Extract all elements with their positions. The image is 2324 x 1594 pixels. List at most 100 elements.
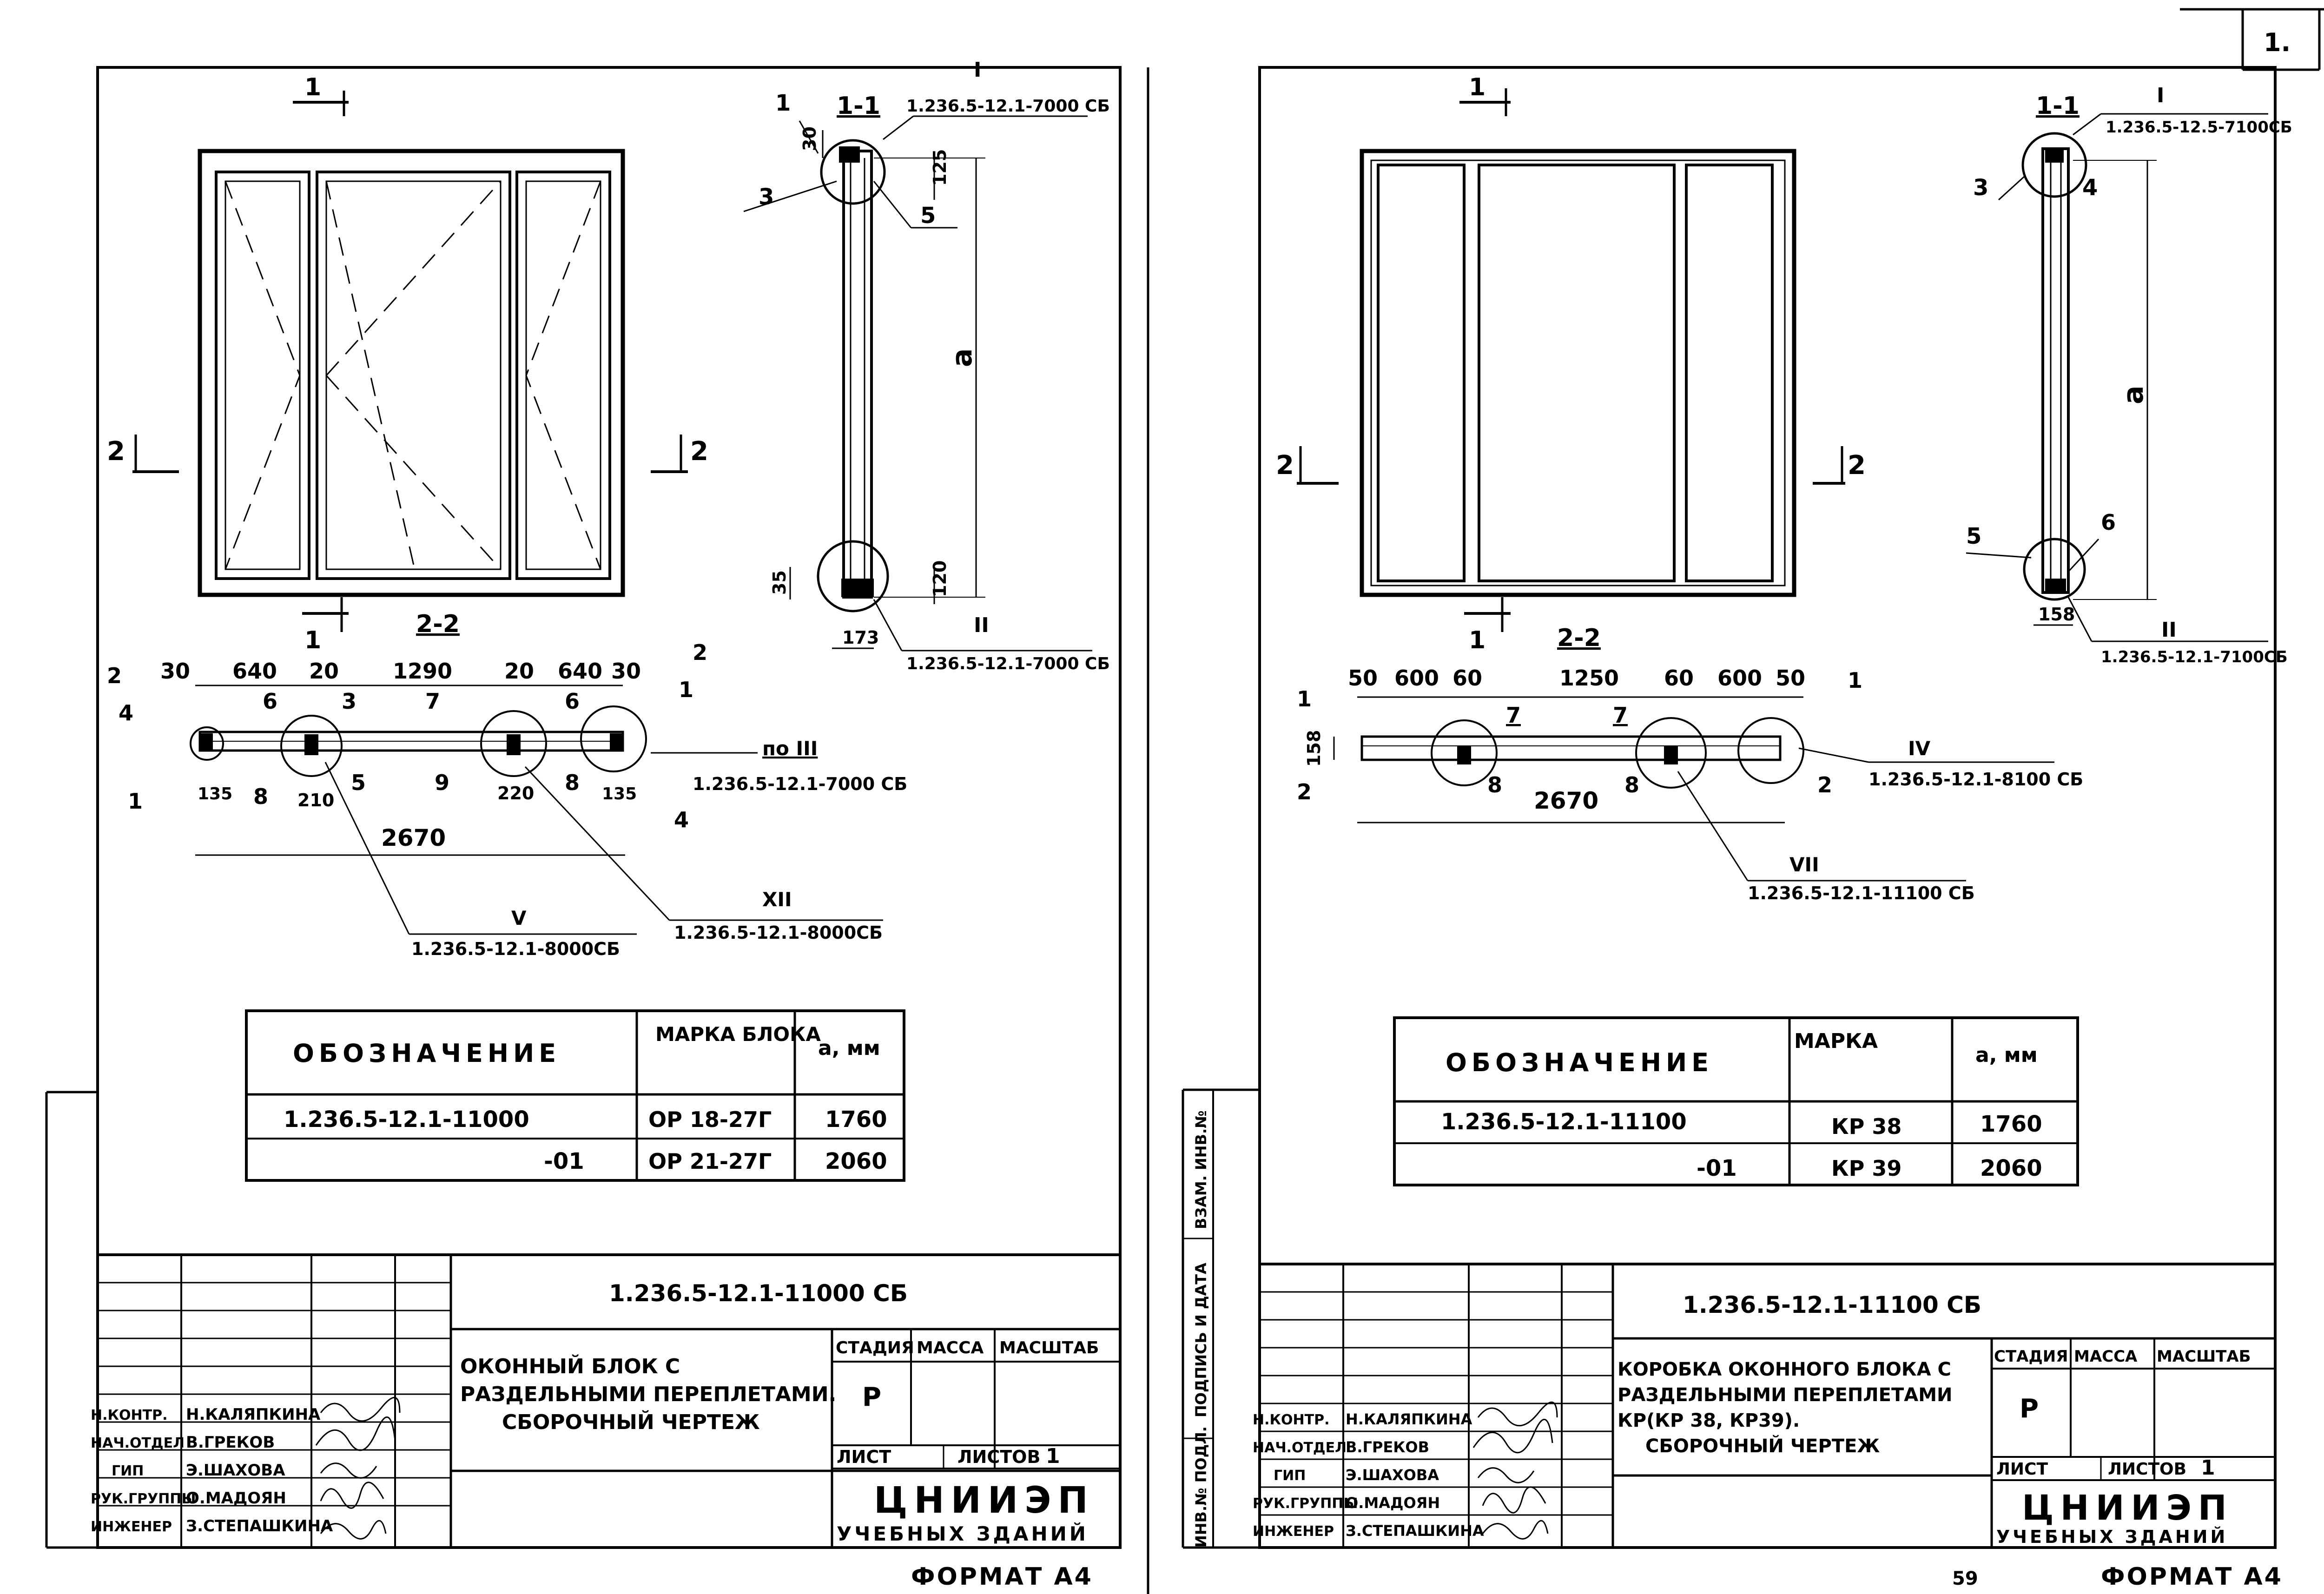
right-cut2-left: 2 [1276,450,1294,481]
right-plan-dim-2: 60 [1452,665,1482,691]
left-sec-dim-bottom: 35 [769,570,790,595]
left-sec-callout-3: 3 [759,184,774,210]
left-ref-I: I [974,58,981,82]
right-th-a: a, мм [1975,1043,2038,1067]
right-td-0-2: 1760 [1980,1111,2042,1137]
left-td-1-2: 2060 [825,1148,887,1174]
left-plan-dim-b1: 210 [297,790,334,810]
left-plan-callout-5: 5 [351,770,366,795]
right-sec-callout-6: 6 [2101,510,2116,535]
right-sec-callout-4: 4 [2082,175,2098,201]
left-sec-dim-a: a [946,349,978,368]
right-scale-head: МАСШТАБ [2157,1347,2251,1366]
left-sec-dim-h1: 125 [930,149,950,186]
left-title-line-3: СБОРОЧНЫЙ ЧЕРТЕЖ [502,1410,760,1434]
right-signature-0 [1477,1402,1558,1427]
right-name-0: Н.КАЛЯПКИНА [1346,1410,1472,1428]
left-td-0-1: ОР 18-27Г [648,1107,772,1132]
right-plan-callout-7b: 7 [1613,703,1628,728]
left-plan-dim-5: 640 [558,659,602,684]
right-ref-VII: 1.236.5-12.1-11100 СБ [1748,883,1975,903]
left-sheet-label: ЛИСТ [837,1447,891,1467]
left-th-a: a, мм [818,1036,880,1060]
right-sec-dim-w: 158 [2038,604,2075,625]
left-role-4: ИНЖЕНЕР [91,1519,172,1535]
right-sec-callout-5: 5 [1966,523,1981,549]
right-signature-3 [1482,1486,1546,1514]
right-side-label-1: ПОДПИСЬ И ДАТА [1192,1263,1210,1417]
left-sheet: 1 1 2 2 1-1 1 3 5 [45,58,1122,1591]
left-plan-dim-b2: 220 [497,783,534,804]
left-cut2-right: 2 [690,436,708,467]
left-org-sub: УЧЕБНЫХ ЗДАНИЙ [837,1522,1089,1545]
right-doc-code: 1.236.5-12.1-11100 СБ [1683,1291,1981,1318]
right-title-line-4: СБОРОЧНЫЙ ЧЕРТЕЖ [1645,1435,1880,1457]
left-plan-callout-2b: 2 [693,640,707,665]
left-cut1-top: 1 [304,73,321,101]
left-plan-total: 2670 [381,824,446,851]
right-name-4: З.СТЕПАШКИНА [1346,1522,1484,1540]
left-role-2: ГИП [112,1463,144,1479]
right-cut1-bottom: 1 [1469,626,1486,654]
left-plan-callout-8a: 8 [253,784,268,809]
left-cut1-bottom: 1 [304,626,321,654]
right-signature-1 [1472,1418,1553,1454]
left-format: ФОРМАТ А4 [911,1563,1093,1591]
left-sec-callout-5: 5 [920,203,936,229]
left-plan-callout-7: 7 [425,689,440,714]
right-td-1-0: -01 [1697,1155,1737,1181]
left-plan-dim-3: 1290 [393,659,452,684]
left-td-0-0: 1.236.5-12.1-11000 [284,1107,529,1133]
left-mass-head: МАССА [917,1338,984,1357]
right-name-3: О.МАДОЯН [1346,1494,1440,1512]
right-sec-callout-3: 3 [1973,175,1988,201]
right-title-line-1: КОРОБКА ОКОННОГО БЛОКА С [1618,1359,1951,1380]
left-plan-dim-b3: 135 [602,784,637,804]
left-name-0: Н.КАЛЯПКИНА [186,1405,321,1424]
right-plan-dim-1: 600 [1394,665,1439,691]
right-name-2: Э.ШАХОВА [1346,1466,1439,1484]
right-cut1-top: 1 [1469,73,1486,101]
right-stage-head: СТАДИЯ [1994,1347,2068,1366]
left-plan-callout-1a: 1 [128,789,143,814]
right-ref-IV: 1.236.5-12.1-8100 СБ [1868,769,2083,790]
left-td-0-2: 1760 [825,1107,887,1133]
right-role-3: РУК.ГРУППЫ [1253,1495,1358,1512]
left-signature-4 [320,1520,387,1540]
right-th-designation: ОБОЗНАЧЕНИЕ [1446,1048,1713,1077]
right-plan-dim-6: 50 [1776,665,1805,691]
left-th-designation: ОБОЗНАЧЕНИЕ [293,1039,561,1068]
left-name-2: Э.ШАХОВА [186,1461,285,1480]
left-ref-III: 1.236.5-12.1-7000 СБ [693,774,907,794]
right-role-2: ГИП [1274,1468,1306,1484]
right-signature-2 [1477,1467,1535,1483]
right-td-0-0: 1.236.5-12.1-11100 [1441,1109,1687,1135]
right-sheet-label: ЛИСТ [1996,1460,2048,1479]
right-cut-markers: 1 1 2 2 [1276,73,1866,654]
left-plan-dim-2: 20 [309,659,339,684]
left-section-1-1: 1-1 1 3 5 I 1.236.5-12.1-7000 СБ 30 125 [743,58,1110,673]
right-plan-callout-8b: 8 [1624,772,1639,797]
right-plan-total: 2670 [1534,787,1598,814]
left-stage-head: СТАДИЯ [836,1338,914,1357]
left-signature-3 [320,1482,384,1509]
left-plan-dim-4: 20 [504,659,534,684]
right-title-block: 1.236.5-12.1-11100 СБ КОРОБКА ОКОННОГО Б… [1253,1263,2275,1548]
left-ref-XII-label: XII [762,888,792,911]
left-title-line-1: ОКОННЫЙ БЛОК С [460,1354,680,1378]
left-sec-dim-w: 173 [842,627,879,648]
right-role-4: ИНЖЕНЕР [1253,1523,1334,1540]
right-sheets-count: 1 [2201,1456,2215,1480]
right-plan-callout-2a: 2 [1297,779,1312,804]
left-cut2-left: 2 [107,436,125,467]
left-scale-head: МАСШТАБ [999,1338,1099,1357]
right-role-1: НАЧ.ОТДЕЛ [1253,1440,1347,1456]
right-td-1-1: КР 39 [1831,1156,1901,1181]
right-section-2-2-title: 2-2 [1557,624,1601,652]
right-stage: Р [2020,1394,2039,1424]
left-ref-V: 1.236.5-12.1-8000СБ [411,939,620,959]
right-ref-II: II [2161,618,2177,642]
left-plan-callout-3: 3 [342,689,357,714]
right-plan-callout-1a: 1 [1297,686,1312,711]
